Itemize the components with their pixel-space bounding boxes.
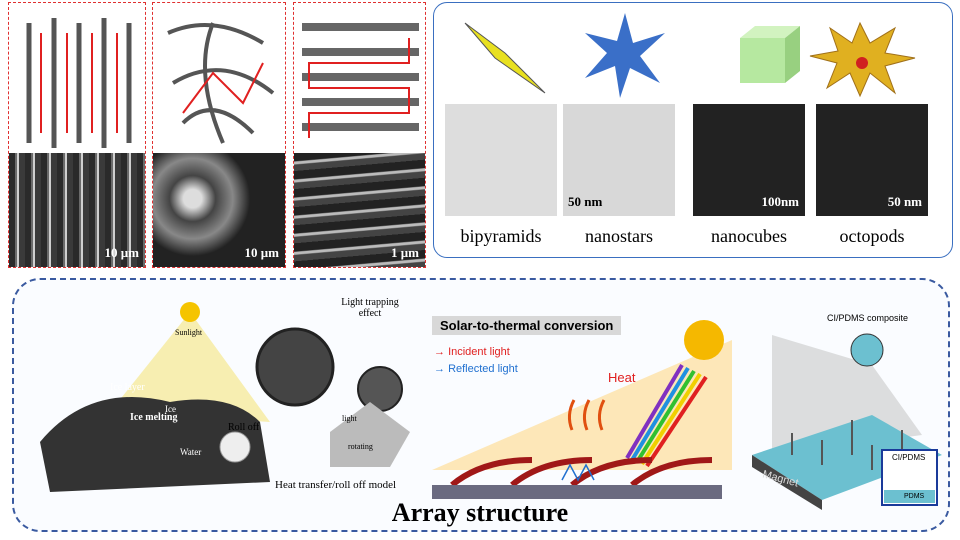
scale-label: 10 μm	[244, 245, 279, 260]
reflected-label: Reflected light	[448, 363, 518, 375]
rotating-label: rotating	[348, 442, 373, 451]
scale-label: 1 μm	[391, 245, 419, 260]
sun-icon	[180, 302, 200, 322]
magnetic-array-illustration: CI/PDMS composite Magnet CI/PDMS PDMS	[752, 305, 942, 510]
ice-label: Ice	[165, 404, 176, 414]
panel-layered-sheets: 1 μm	[293, 2, 426, 268]
water-label: Water	[180, 447, 202, 457]
ice-melting-label: Ice melting	[130, 412, 178, 423]
tem-octopods: 50 nm	[816, 104, 928, 216]
sem-image: 10 μm	[153, 153, 285, 267]
sem-image: 10 μm	[9, 153, 145, 267]
inset-bottom-label: PDMS	[904, 493, 925, 500]
sunlight-label: Sunlight	[175, 328, 203, 337]
caption-octopods: octopods	[839, 226, 905, 246]
legend-reflected: → Reflected light	[434, 363, 518, 375]
light-trapping-label: Light trapping effect	[341, 297, 399, 319]
legend-incident: → Incident light	[434, 346, 510, 358]
ice-layer-label: Ice layer	[110, 382, 145, 393]
layered-sheets-illustration	[302, 23, 419, 138]
scale-label: 100nm	[761, 194, 799, 209]
caption-nanostars: nanostars	[585, 226, 653, 246]
caption-bipyramids: bipyramids	[460, 226, 542, 246]
panel-random-sheets: 10 μm	[152, 2, 286, 268]
random-sheets-illustration	[167, 22, 275, 144]
tem-bipyramids	[445, 104, 557, 216]
panel-vertical-sheets: 10 μm	[8, 2, 146, 268]
inset-top-label: CI/PDMS	[892, 453, 926, 462]
array-structure-title: Array structure	[391, 498, 569, 527]
solar-heading: Solar-to-thermal conversion	[432, 316, 622, 335]
ice-melting-illustration: Sunlight Ice layer Ice Ice melting Water…	[30, 292, 420, 497]
shape-models	[464, 13, 916, 98]
scale-label: 50 nm	[887, 194, 922, 209]
nanocube-icon	[740, 26, 800, 83]
roll-off-label: Roll off	[228, 422, 260, 433]
nanoparticle-shapes-panel	[433, 2, 953, 258]
tem-nanocubes: 100nm	[693, 104, 805, 216]
tem-nanostars: 50 nm	[563, 104, 675, 216]
vertical-sheets-illustration	[26, 18, 132, 148]
bipyramid-icon	[464, 22, 546, 94]
composite-label: CI/PDMS composite	[827, 313, 909, 323]
scale-label: 10 μm	[104, 245, 139, 260]
sem-image: 1 μm	[294, 153, 425, 267]
nanostar-icon	[585, 13, 665, 98]
heat-label: Heat	[608, 370, 636, 385]
incident-label: Incident light	[448, 346, 510, 358]
solar-thermal-illustration: Solar-to-thermal conversion → Incident l…	[432, 310, 742, 510]
light-label: light	[342, 414, 357, 423]
caption-nanocubes: nanocubes	[711, 226, 787, 246]
scale-label: 50 nm	[568, 194, 603, 209]
heat-transfer-label: Heat transfer/roll off model	[275, 479, 397, 491]
